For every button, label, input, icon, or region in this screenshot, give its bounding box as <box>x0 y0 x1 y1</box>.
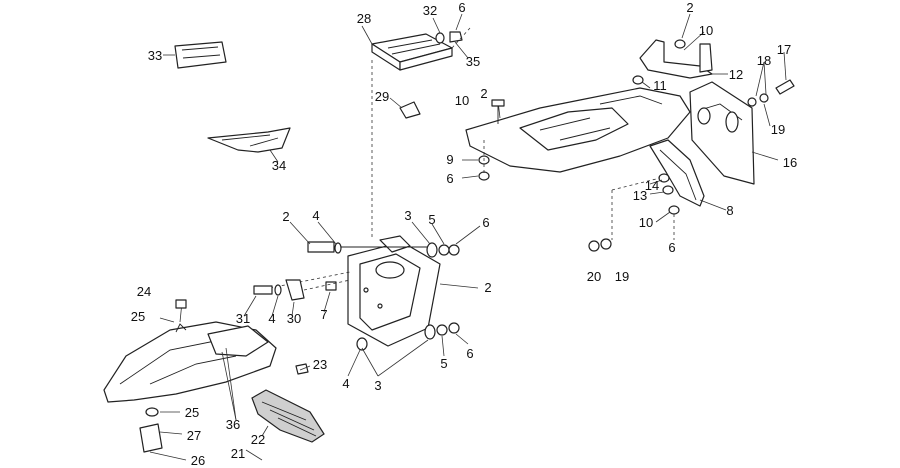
callout-16: 16 <box>782 155 798 170</box>
callout-6: 6 <box>668 240 676 255</box>
callout-27: 27 <box>186 428 202 443</box>
part-clip-29 <box>389 97 421 119</box>
callout-30: 30 <box>286 311 302 326</box>
callout-8: 8 <box>726 203 734 218</box>
callout-6: 6 <box>466 346 474 361</box>
callout-10: 10 <box>698 23 714 38</box>
callout-24: 24 <box>136 284 152 299</box>
callout-21: 21 <box>230 446 246 461</box>
callout-14: 14 <box>644 178 660 193</box>
part-lower-hardware <box>139 407 187 461</box>
callout-3: 3 <box>374 378 382 393</box>
callout-22: 22 <box>250 432 266 447</box>
part-mudguard-arm-8 <box>588 139 727 252</box>
callout-2: 2 <box>282 209 290 224</box>
callout-18: 18 <box>756 53 772 68</box>
callout-7: 7 <box>320 307 328 322</box>
callout-4: 4 <box>312 208 320 223</box>
callout-23: 23 <box>312 357 328 372</box>
callout-25: 25 <box>184 405 200 420</box>
callout-19: 19 <box>614 269 630 284</box>
part-left-hardware <box>243 279 351 317</box>
callout-31: 31 <box>235 311 251 326</box>
callout-26: 26 <box>190 453 206 468</box>
callout-6: 6 <box>458 0 466 15</box>
part-plate-holder-16 <box>689 51 795 185</box>
callout-11: 11 <box>653 78 667 93</box>
callout-35: 35 <box>465 54 481 69</box>
callout-29: 29 <box>374 89 390 104</box>
callout-28: 28 <box>356 11 372 26</box>
callout-17: 17 <box>776 42 792 57</box>
callout-12: 12 <box>728 67 744 82</box>
part-mesh-cover-22 <box>245 389 325 461</box>
callout-4: 4 <box>268 311 276 326</box>
callout-10: 10 <box>638 215 654 230</box>
callout-2: 2 <box>480 86 488 101</box>
part-front-mudguard <box>103 299 311 421</box>
callout-2: 2 <box>686 0 694 15</box>
callout-9: 9 <box>446 152 454 167</box>
callout-5: 5 <box>428 212 436 227</box>
part-bracket-12 <box>632 13 728 89</box>
callout-2: 2 <box>484 280 492 295</box>
callout-3: 3 <box>404 208 412 223</box>
part-bracket-34 <box>207 127 291 163</box>
part-plate-bracket-28 <box>361 13 471 240</box>
callout-33: 33 <box>147 48 163 63</box>
callout-32: 32 <box>422 3 438 18</box>
callout-4: 4 <box>342 376 350 391</box>
callout-25: 25 <box>130 309 146 324</box>
callout-10: 10 <box>454 93 470 108</box>
callout-6: 6 <box>446 171 454 186</box>
callout-19: 19 <box>770 122 786 137</box>
callout-36: 36 <box>225 417 241 432</box>
part-undertray <box>461 87 691 181</box>
callout-6: 6 <box>482 215 490 230</box>
callout-34: 34 <box>271 158 287 173</box>
callout-13: 13 <box>632 188 648 203</box>
callout-20: 20 <box>586 269 602 284</box>
part-reflector-33 <box>163 41 227 69</box>
callout-5: 5 <box>440 356 448 371</box>
part-center-bracket-2 <box>269 221 481 377</box>
